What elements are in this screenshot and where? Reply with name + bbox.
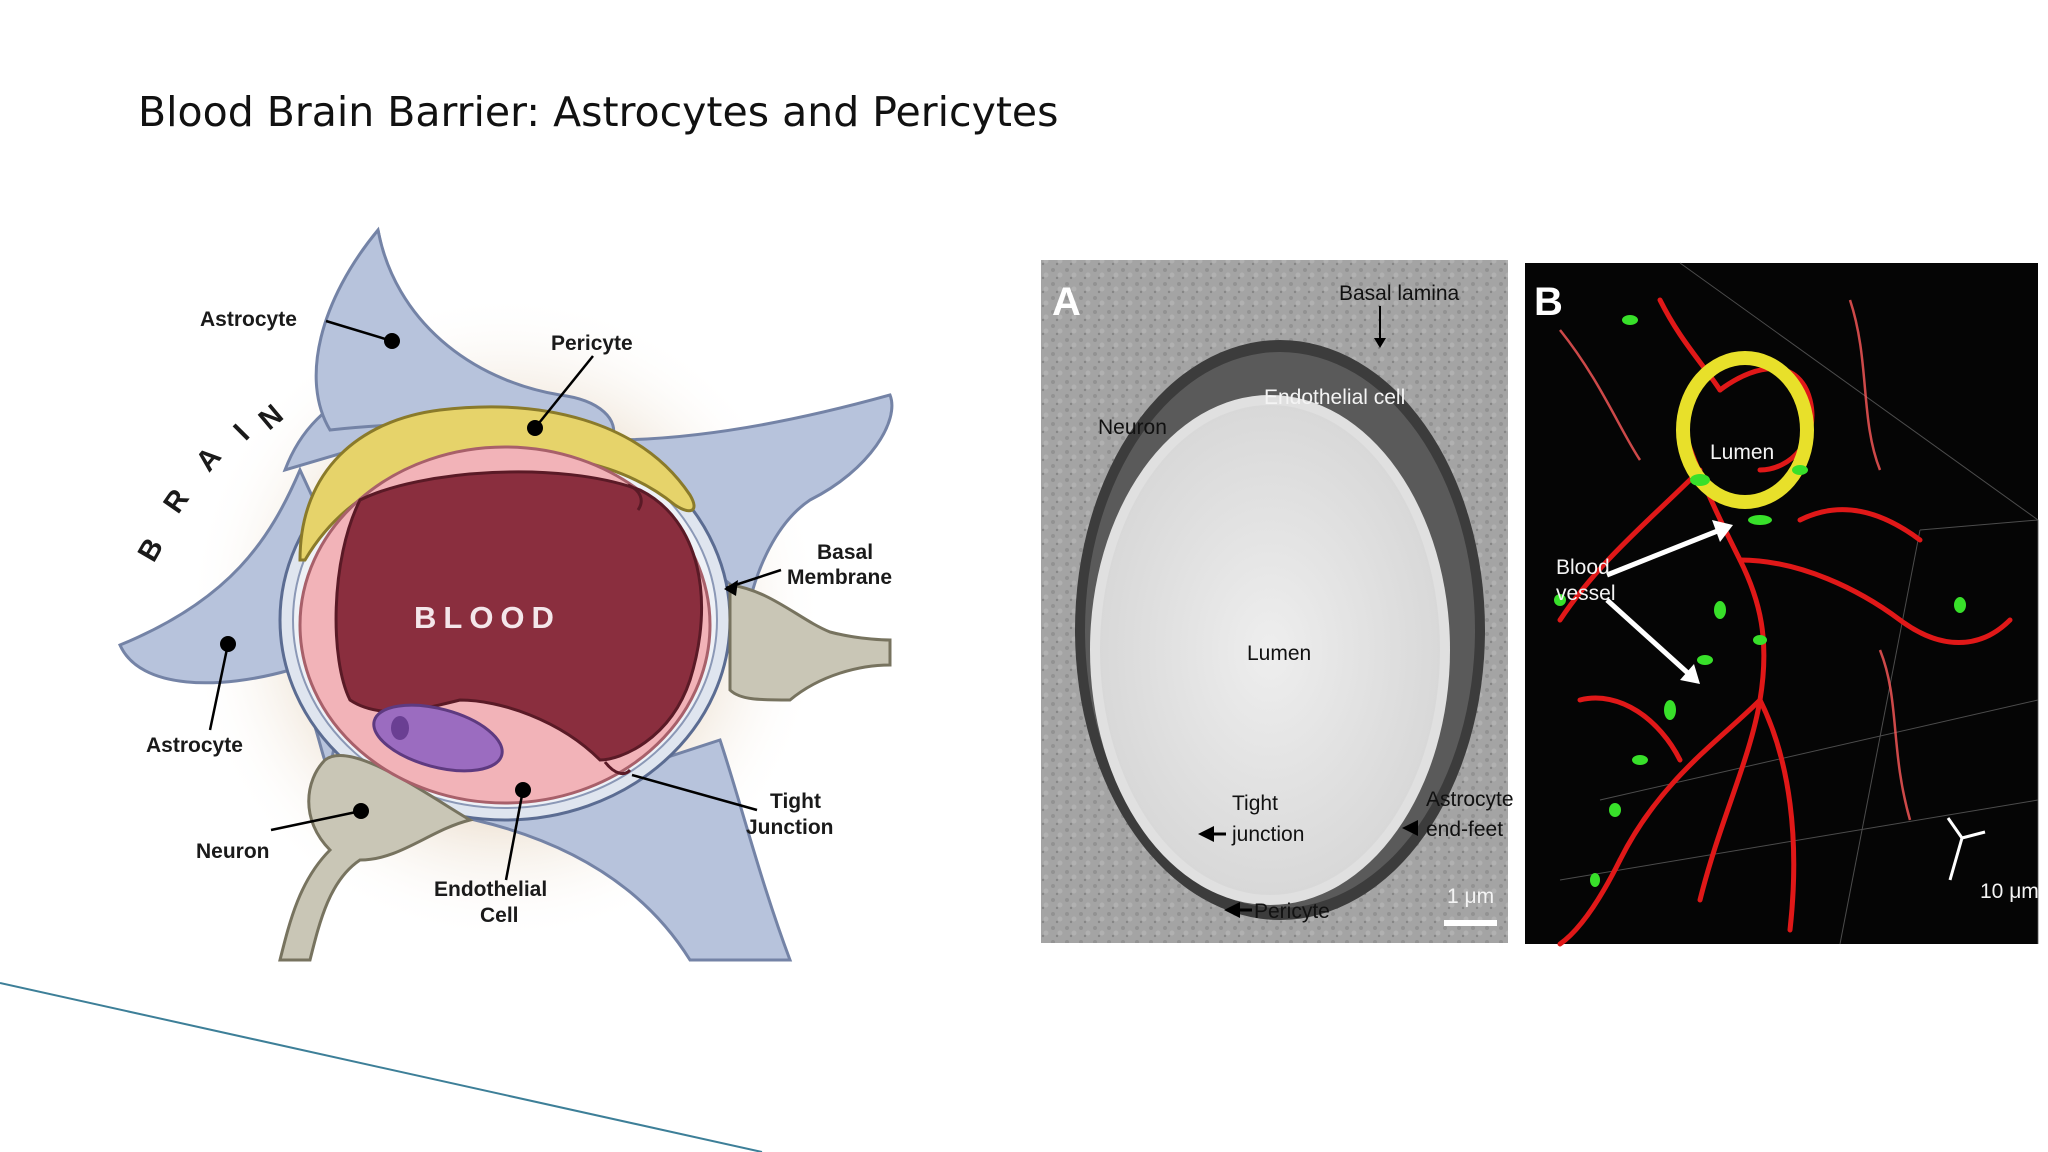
panel-a-scale-bar <box>1444 920 1497 926</box>
basal-arrowhead <box>724 580 738 596</box>
panel-b-micrograph: B Lumen Blood vessel 10 μm <box>1525 262 2039 947</box>
panel-b-arrows <box>1605 520 1733 684</box>
panel-a-letter: A <box>1052 280 1081 324</box>
panel-b-label-lumen: Lumen <box>1710 441 1774 464</box>
pointer-lines <box>208 319 782 881</box>
label-tight-2: Junction <box>746 816 834 839</box>
panel-b-lumen-ring <box>1676 351 1814 509</box>
label-basal-2: Membrane <box>787 566 892 589</box>
blood-lumen <box>334 470 704 762</box>
panel-b-letter: B <box>1534 280 1563 324</box>
decorative-slide-line <box>0 982 763 1152</box>
label-pericyte: Pericyte <box>551 332 633 355</box>
panel-a-label-basal-lamina: Basal lamina <box>1339 282 1460 305</box>
panel-b-label-scale: 10 μm <box>1980 880 2039 903</box>
panel-a-label-astro-1: Astrocyte <box>1426 788 1514 811</box>
label-tight-1: Tight <box>770 790 821 813</box>
brain-letter-b: B <box>132 533 170 567</box>
slide-title: Blood Brain Barrier: Astrocytes and Peri… <box>138 88 1059 136</box>
panel-a-label-pericyte: Pericyte <box>1254 900 1330 923</box>
panel-a-lumen <box>1100 405 1440 895</box>
label-astrocyte-top: Astrocyte <box>200 308 297 331</box>
tight-junction-mark-top <box>627 483 643 511</box>
panel-a-label-neuron: Neuron <box>1098 416 1167 439</box>
panel-a-label-tight-2: junction <box>1231 823 1304 846</box>
astrocyte-shapes <box>117 226 894 962</box>
panel-b-scale-axes <box>1946 817 1986 881</box>
panel-a-micrograph: A Basal lamina Endothelial cell Neuron L… <box>1041 260 1514 943</box>
neuron-shape-right <box>728 583 892 702</box>
panel-a-label-lumen: Lumen <box>1247 642 1311 665</box>
label-endothelial-1: Endothelial <box>434 878 547 901</box>
label-basal-1: Basal <box>817 541 873 564</box>
panel-b-label-blood-1: Blood <box>1556 556 1610 579</box>
bbb-diagram: B R A I N BLOOD Astrocyte Pericyte Basal… <box>117 226 894 962</box>
label-endothelial-2: Cell <box>480 904 519 927</box>
panel-b-vessels <box>1557 297 2013 947</box>
panel-a-label-astro-2: end-feet <box>1426 818 1503 841</box>
panel-b-label-blood-2: vessel <box>1556 582 1616 605</box>
blood-label: BLOOD <box>414 600 561 635</box>
label-astrocyte-left: Astrocyte <box>146 734 243 757</box>
tight-junction-mark <box>603 761 632 776</box>
brain-letter-r: R <box>157 484 195 520</box>
panel-b-astro-spots <box>1554 315 1966 887</box>
panel-a-label-tight-1: Tight <box>1232 792 1278 815</box>
panel-a-label-endothelial-cell: Endothelial cell <box>1264 386 1405 409</box>
neuron-shape <box>278 753 474 962</box>
label-neuron: Neuron <box>196 840 270 863</box>
panel-a-label-scale: 1 μm <box>1447 885 1494 908</box>
